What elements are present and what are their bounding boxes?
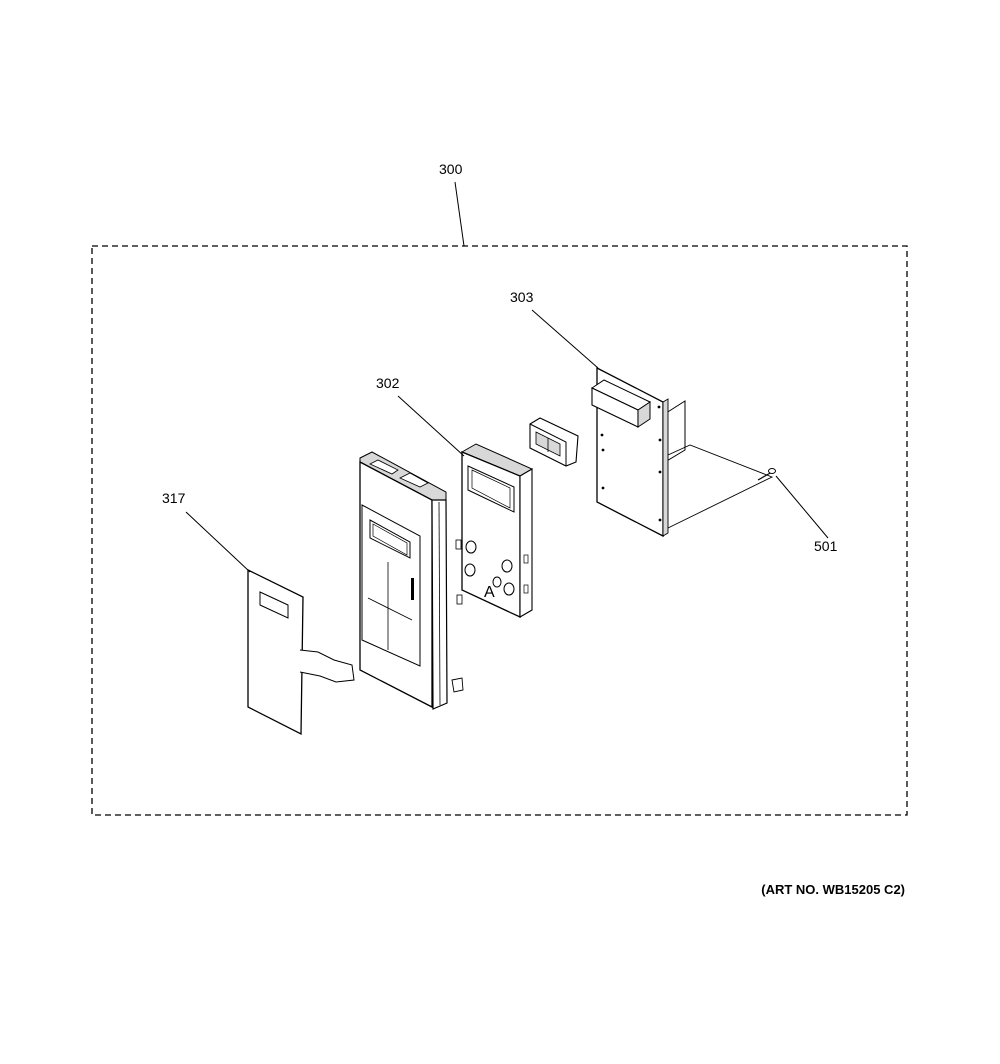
callout-501-leader bbox=[775, 475, 829, 539]
callout-300-label: 300 bbox=[439, 161, 463, 177]
callout-302-label: 302 bbox=[376, 375, 400, 391]
control-frame bbox=[359, 451, 464, 710]
art-number-label: (ART NO. WB15205 C2) bbox=[761, 882, 905, 897]
connector-bracket bbox=[529, 417, 579, 467]
callout-317-leader bbox=[185, 511, 251, 573]
callout-303-label: 303 bbox=[510, 289, 534, 305]
screw-501 bbox=[757, 468, 776, 481]
callout-501-label: 501 bbox=[814, 538, 838, 554]
callout-303-leader bbox=[531, 309, 599, 369]
control-panel-302 bbox=[455, 443, 534, 619]
control-board-303 bbox=[590, 366, 774, 538]
callout-302-leader bbox=[397, 395, 465, 457]
touch-pad-317 bbox=[247, 568, 355, 736]
callout-317-label: 317 bbox=[162, 490, 186, 506]
assembly-boundary-box bbox=[91, 245, 908, 816]
callout-300-leader bbox=[454, 181, 465, 247]
panel-letter-mark: A bbox=[484, 584, 495, 601]
